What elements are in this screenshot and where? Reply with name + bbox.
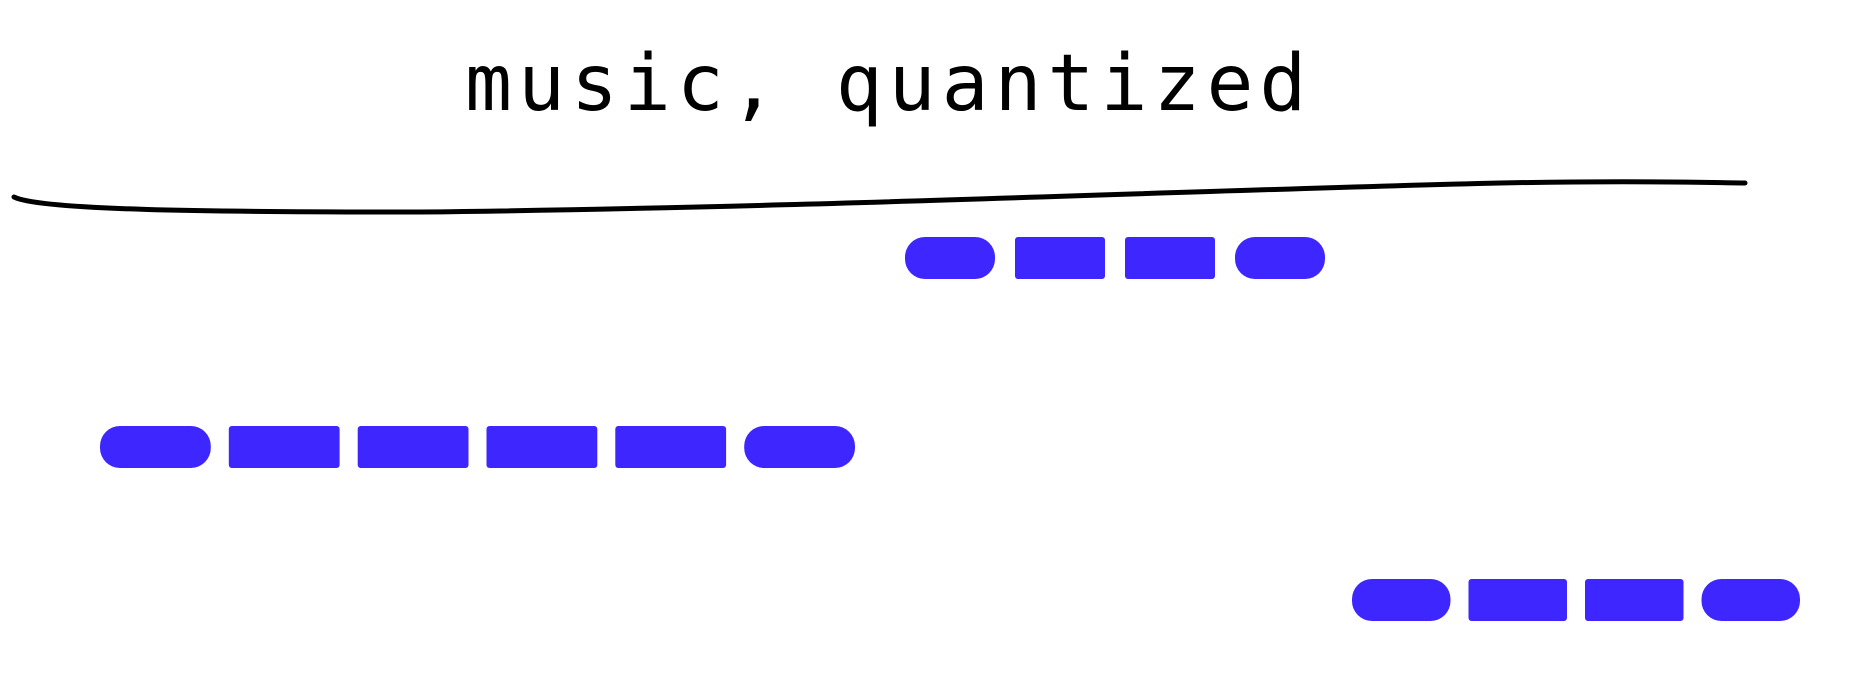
bar-bottom-segment-2 (1468, 579, 1567, 621)
bar-bottom-segment-4 (1701, 579, 1800, 621)
bar-middle-segment-4 (486, 426, 598, 468)
bar-bottom-segment-3 (1585, 579, 1684, 621)
bar-top-segment-4 (1235, 237, 1325, 279)
note-bars (100, 237, 1800, 621)
bar-middle-segment-1 (100, 426, 211, 468)
bar-middle-segment-2 (228, 426, 340, 468)
bar-middle-segment-5 (615, 426, 727, 468)
bar-top-segment-1 (905, 237, 995, 279)
bar-middle-segment-3 (357, 426, 469, 468)
bar-top-segment-3 (1125, 237, 1215, 279)
diagram-title: music, quantized (465, 39, 1312, 129)
divider-line (11, 179, 1748, 215)
bar-top-segment-2 (1015, 237, 1105, 279)
bar-bottom-segment-1 (1352, 579, 1451, 621)
bar-middle-segment-6 (744, 426, 855, 468)
